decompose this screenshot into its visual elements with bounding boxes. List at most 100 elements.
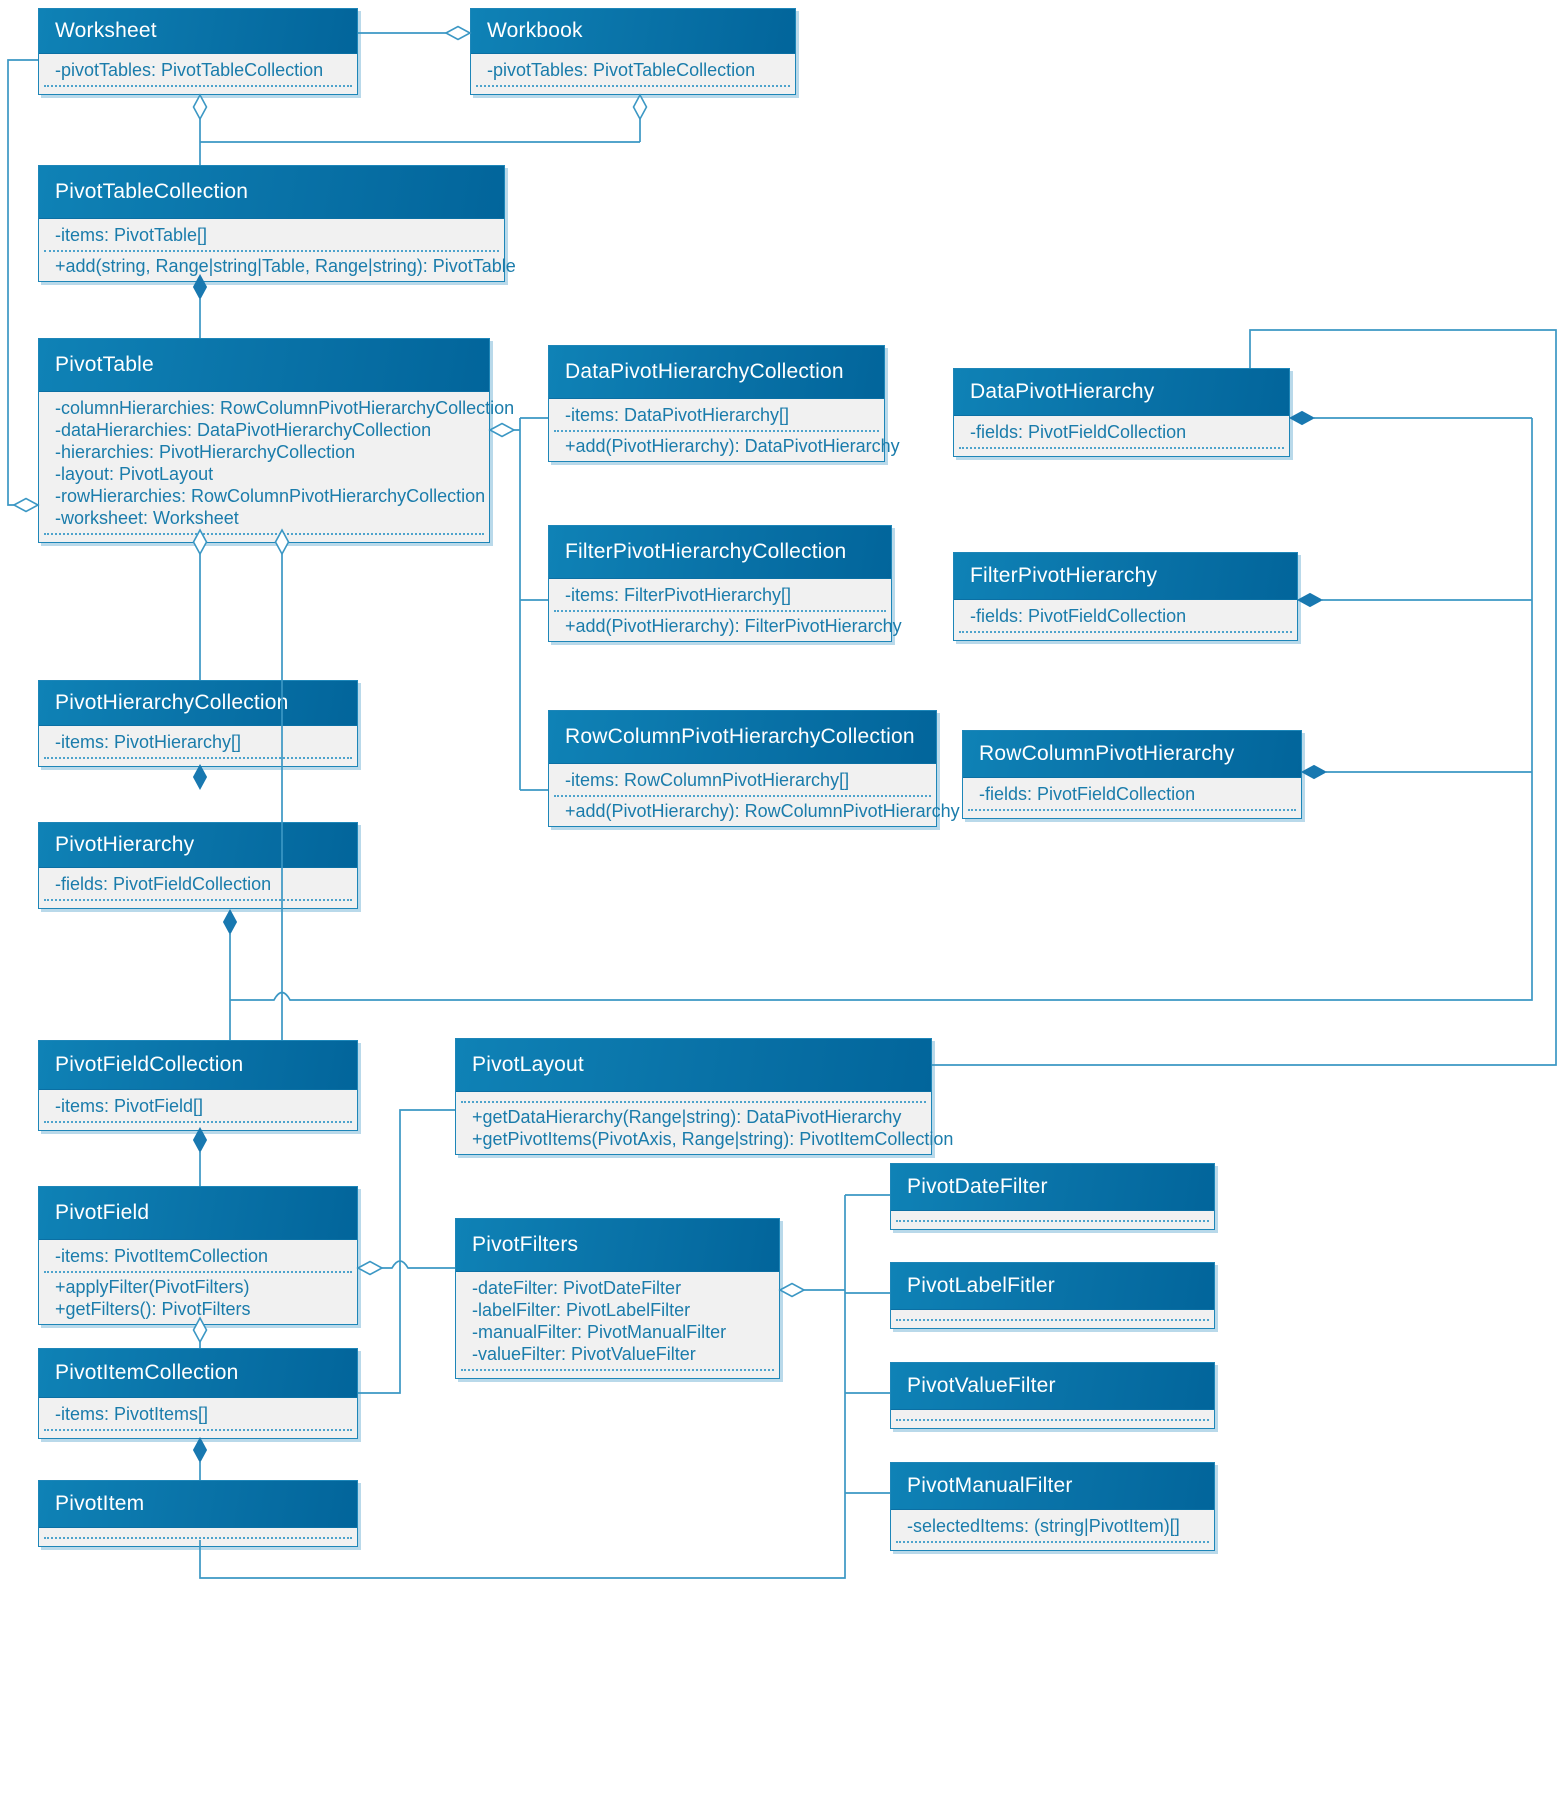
class-pivotDateFilter: PivotDateFilter: [890, 1163, 1215, 1230]
class-attribute: -items: FilterPivotHierarchy[]: [565, 585, 792, 605]
attribute-method-separator: [896, 1319, 1209, 1321]
class-filterPivotHierarchyCollection: FilterPivotHierarchyCollection-items: Fi…: [548, 525, 902, 642]
class-pivotHierarchy: PivotHierarchy -fields: PivotFieldCollect…: [38, 822, 358, 909]
class-title: PivotFieldCollection: [39, 1041, 357, 1090]
class-attribute: -worksheet: Worksheet: [55, 508, 239, 528]
class-title: RowColumnPivotHierarchy: [963, 731, 1301, 778]
class-members: -selectedItems: (string|PivotItem)[]: [891, 1510, 1214, 1550]
class-pivotManualFilter: PivotManualFilter-selectedItems: (string…: [890, 1462, 1215, 1551]
class-worksheet: Worksheet -pivotTables: PivotTableCollect…: [38, 8, 358, 95]
class-attribute: -labelFilter: PivotLabelFilter: [472, 1300, 691, 1320]
class-pivotValueFilter: PivotValueFilter: [890, 1362, 1215, 1429]
aggregation-diamond-icon: [356, 1260, 384, 1276]
class-method: +getFilters(): PivotFilters: [55, 1299, 251, 1319]
attribute-method-separator: [461, 1369, 774, 1371]
class-pivotTableCollection: PivotTableCollection -items: PivotTable[]…: [38, 165, 516, 282]
composition-diamond-icon: [192, 1436, 208, 1464]
attribute-method-separator: [959, 631, 1292, 633]
attribute-method-separator: [44, 250, 499, 252]
attribute-method-separator: [461, 1101, 926, 1103]
class-attribute: -layout: PivotLayout: [55, 464, 214, 484]
class-members: -items: PivotField[]: [39, 1090, 357, 1130]
class-attribute: -fields: PivotFieldCollection: [55, 874, 272, 894]
attribute-method-separator: [44, 1271, 352, 1273]
class-method: +add(PivotHierarchy): RowColumnPivotHier…: [565, 801, 960, 821]
class-members: +getDataHierarchy(Range|string): DataPiv…: [456, 1092, 954, 1154]
class-members: -fields: PivotFieldCollection: [963, 778, 1301, 818]
attribute-method-separator: [476, 85, 790, 87]
class-dataPivotHierarchyCollection: DataPivotHierarchyCollection-items: Data…: [548, 345, 900, 462]
attribute-method-separator: [554, 610, 886, 612]
class-attribute: -fields: PivotFieldCollection: [970, 422, 1187, 442]
class-title: PivotTableCollection: [39, 166, 504, 219]
class-members: -columnHierarchies: RowColumnPivotHierar…: [39, 392, 514, 542]
class-title: Worksheet: [39, 9, 357, 54]
aggregation-diamond-icon: [778, 1282, 806, 1298]
class-title: PivotHierarchyCollection: [39, 681, 357, 726]
class-method: +add(PivotHierarchy): FilterPivotHierarc…: [565, 616, 902, 636]
class-attribute: -items: PivotTable[]: [55, 225, 208, 245]
class-attribute: -valueFilter: PivotValueFilter: [472, 1344, 696, 1364]
attribute-method-separator: [44, 1537, 352, 1539]
class-rowColumnPivotHierarchy: RowColumnPivotHierarchy-fields: PivotFie…: [962, 730, 1302, 819]
class-attribute: -items: PivotItems[]: [55, 1404, 209, 1424]
class-members: -items: RowColumnPivotHierarchy[] +add(Pi…: [549, 764, 960, 826]
attribute-method-separator: [896, 1419, 1209, 1421]
class-title: FilterPivotHierarchy: [954, 553, 1297, 600]
class-title: PivotHierarchy: [39, 823, 357, 868]
composition-diamond-icon: [1288, 410, 1316, 426]
class-members: -items: PivotHierarchy[]: [39, 726, 357, 766]
class-attribute: -pivotTables: PivotTableCollection: [55, 60, 324, 80]
class-attribute: -items: RowColumnPivotHierarchy[]: [565, 770, 850, 790]
class-members: -pivotTables: PivotTableCollection: [39, 54, 357, 94]
aggregation-diamond-icon: [488, 422, 516, 438]
class-attribute: -items: PivotItemCollection: [55, 1246, 269, 1266]
class-title: PivotLayout: [456, 1039, 931, 1092]
class-method: +getPivotItems(PivotAxis, Range|string):…: [472, 1129, 954, 1149]
class-pivotItemCollection: PivotItemCollection-items: PivotItems[]: [38, 1348, 358, 1439]
class-method: +add(string, Range|string|Table, Range|s…: [55, 256, 516, 276]
class-attribute: -pivotTables: PivotTableCollection: [487, 60, 756, 80]
class-method: +getDataHierarchy(Range|string): DataPiv…: [472, 1107, 902, 1127]
class-attribute: -items: PivotHierarchy[]: [55, 732, 242, 752]
class-title: DataPivotHierarchy: [954, 369, 1289, 416]
class-method: +add(PivotHierarchy): DataPivotHierarchy: [565, 436, 900, 456]
aggregation-diamond-icon: [192, 93, 208, 121]
class-members: -items: DataPivotHierarchy[] +add(PivotHi…: [549, 399, 900, 461]
class-rowColumnPivotHierarchyCollection: RowColumnPivotHierarchyCollection-items:…: [548, 710, 960, 827]
class-title: PivotTable: [39, 339, 489, 392]
relationship-line: [7, 59, 38, 506]
attribute-method-separator: [896, 1220, 1209, 1222]
class-members: -fields: PivotFieldCollection: [39, 868, 357, 908]
class-attribute: -items: PivotField[]: [55, 1096, 204, 1116]
class-members: -dateFilter: PivotDateFilter-labelFilter…: [456, 1272, 779, 1378]
aggregation-diamond-icon: [12, 497, 40, 513]
class-title: PivotDateFilter: [891, 1164, 1214, 1211]
attribute-method-separator: [44, 899, 352, 901]
class-members: [891, 1211, 1214, 1229]
class-pivotFilters: PivotFilters-dateFilter: PivotDateFilter…: [455, 1218, 780, 1379]
class-title: PivotItem: [39, 1481, 357, 1528]
class-attribute: -rowHierarchies: RowColumnPivotHierarchy…: [55, 486, 486, 506]
attribute-method-separator: [44, 1121, 352, 1123]
class-pivotField: PivotField-items: PivotItemCollection+ap…: [38, 1186, 358, 1325]
class-pivotTable: PivotTable-columnHierarchies: RowColumnP…: [38, 338, 514, 543]
attribute-method-separator: [554, 795, 931, 797]
attribute-method-separator: [896, 1541, 1209, 1543]
class-pivotHierarchyCollection: PivotHierarchyCollection -items: PivotHie…: [38, 680, 358, 767]
attribute-method-separator: [44, 85, 352, 87]
composition-diamond-icon: [222, 908, 238, 936]
attribute-method-separator: [44, 1429, 352, 1431]
class-filterPivotHierarchy: FilterPivotHierarchy-fields: PivotFieldC…: [953, 552, 1298, 641]
composition-diamond-icon: [192, 763, 208, 791]
class-attribute: -hierarchies: PivotHierarchyCollection: [55, 442, 356, 462]
class-title: PivotField: [39, 1187, 357, 1240]
class-attribute: -selectedItems: (string|PivotItem)[]: [907, 1516, 1180, 1536]
relationship-line: [200, 119, 641, 143]
class-attribute: -dateFilter: PivotDateFilter: [472, 1278, 682, 1298]
attribute-method-separator: [968, 809, 1296, 811]
relationship-line: [514, 417, 548, 791]
class-members: -fields: PivotFieldCollection: [954, 600, 1297, 640]
class-attribute: -items: DataPivotHierarchy[]: [565, 405, 790, 425]
